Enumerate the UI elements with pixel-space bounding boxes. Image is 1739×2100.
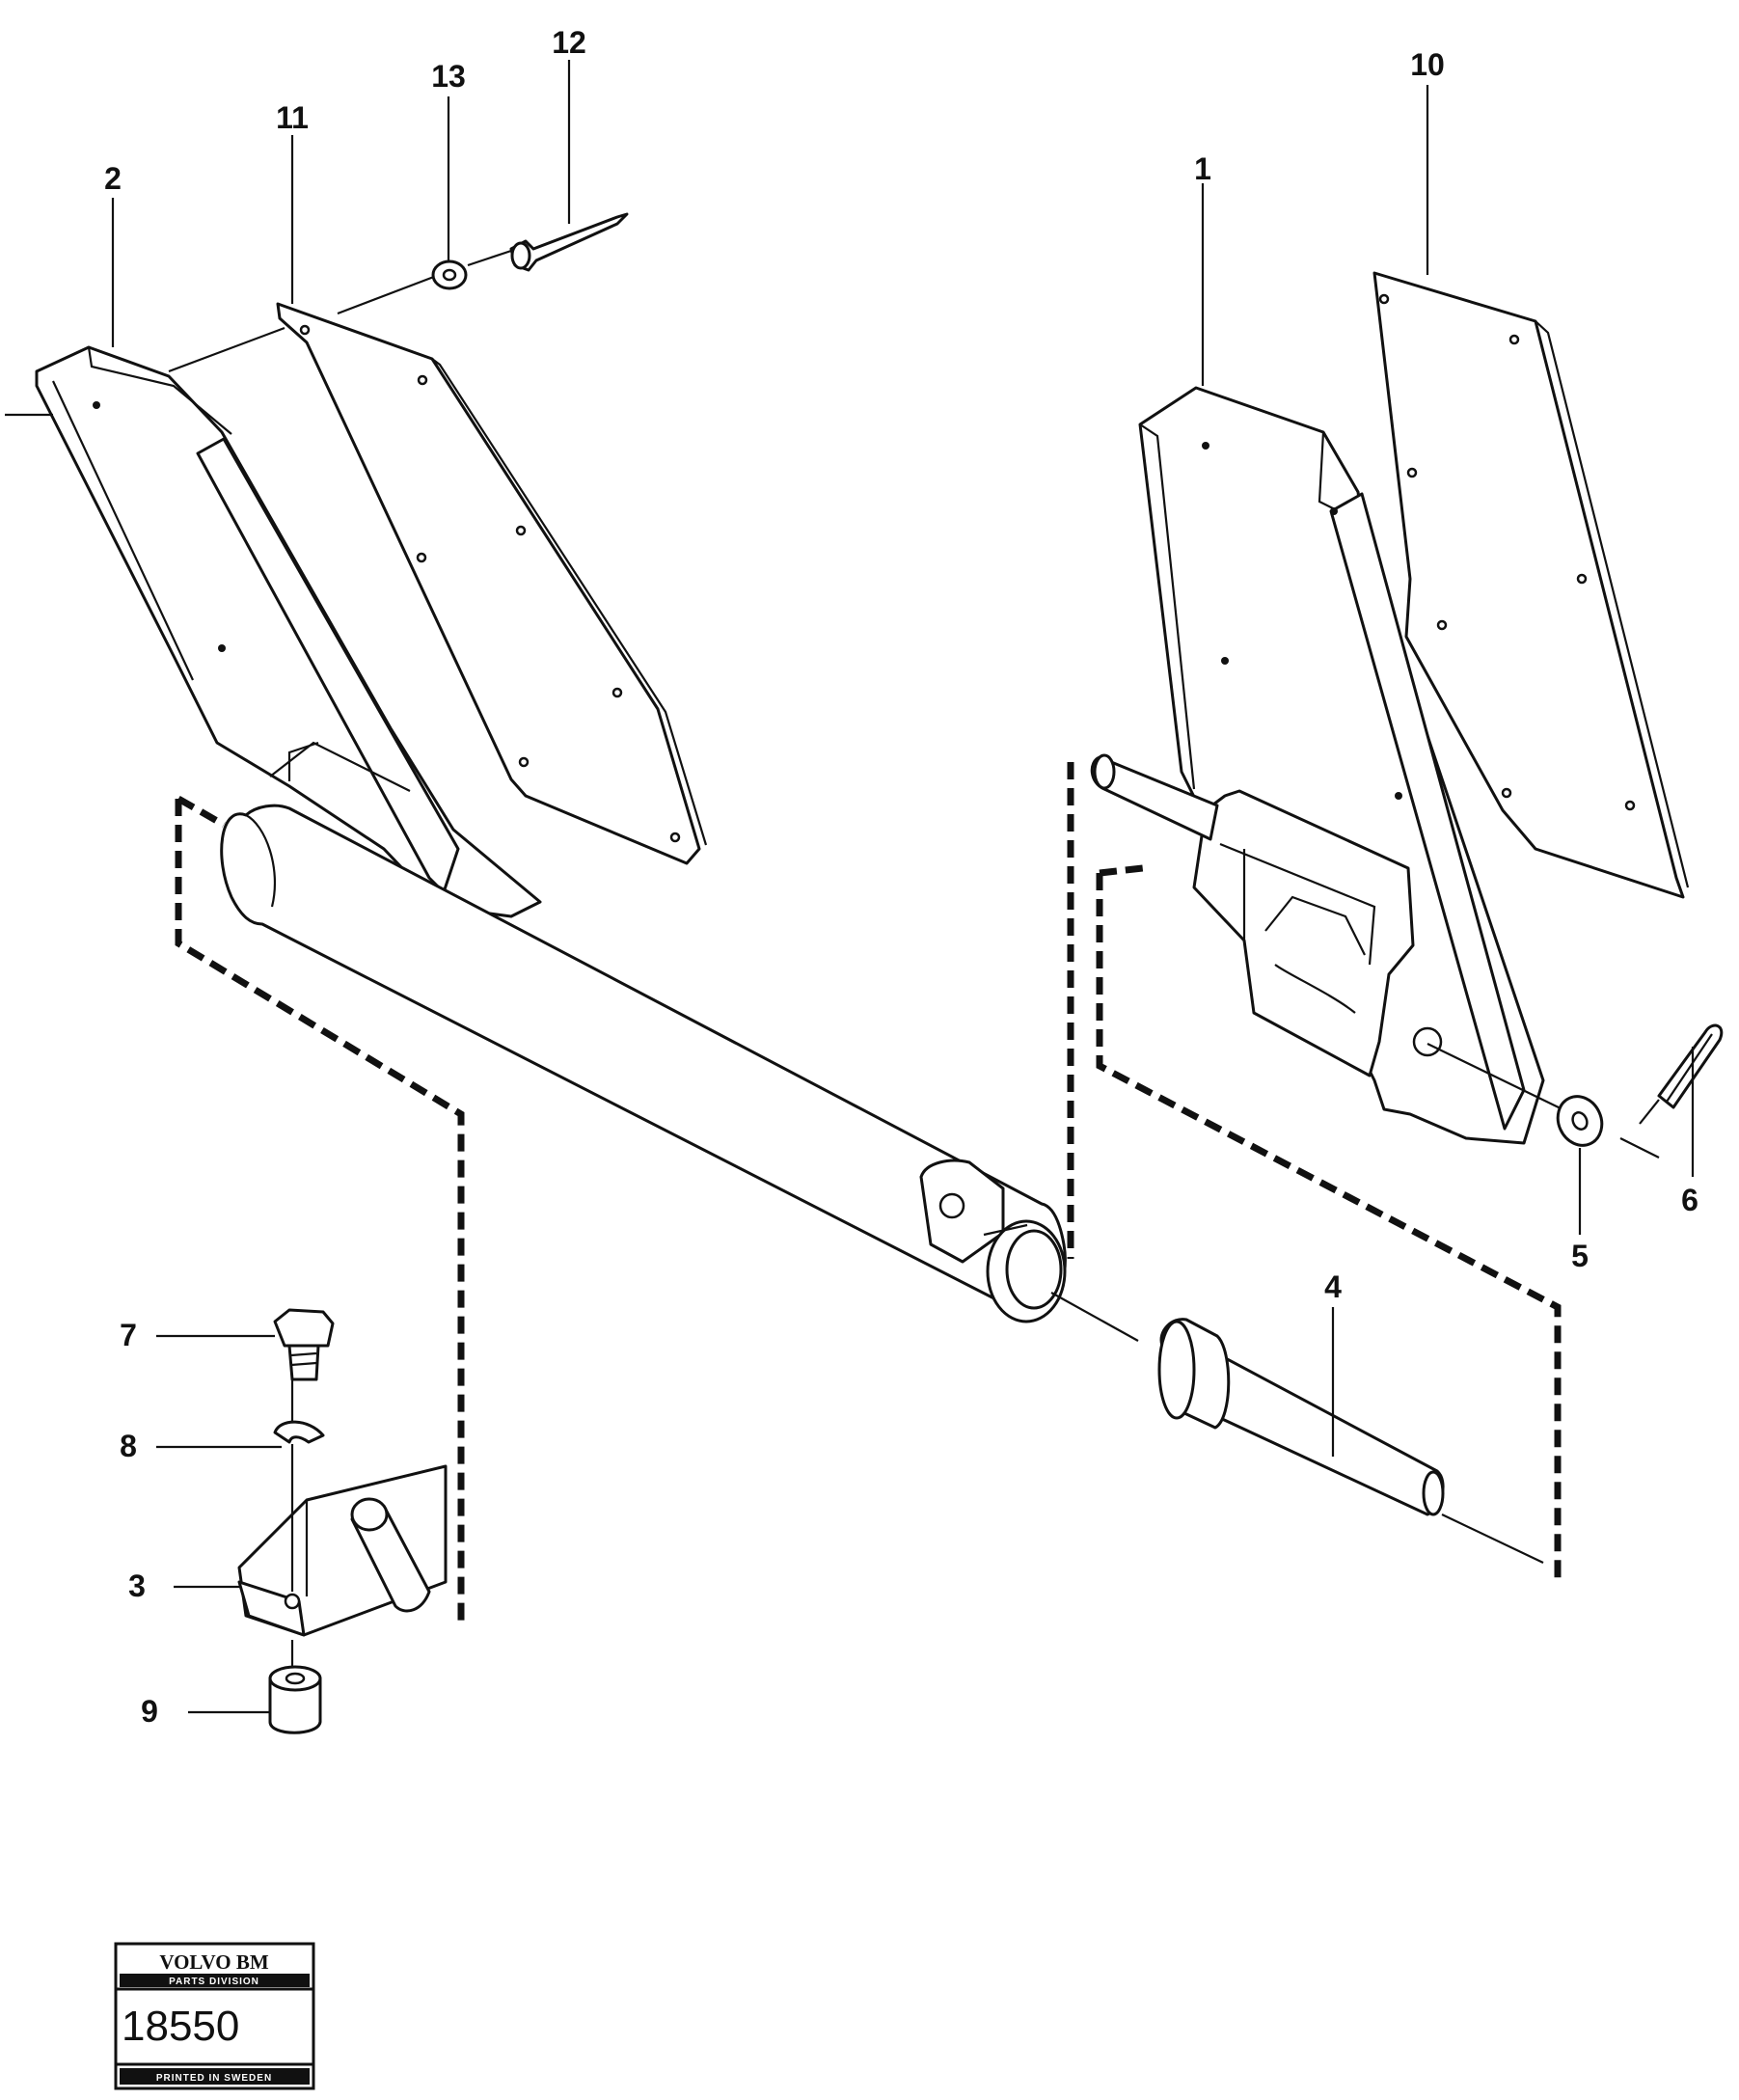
callout-8: 8 (120, 1429, 137, 1463)
callout-5: 5 (1571, 1239, 1589, 1273)
angle-bracket-3 (237, 1464, 448, 1637)
plate-right (1372, 271, 1690, 899)
stamp-brand: VOLVO BM (159, 1950, 268, 1974)
pivot-shaft-right (1090, 753, 1219, 841)
main-tube (220, 804, 1067, 1323)
callout-12: 12 (552, 25, 586, 60)
callout-6: 6 (1681, 1183, 1698, 1217)
callout-11: 11 (276, 100, 309, 135)
spring-washer-8 (273, 1420, 325, 1592)
washer-13 (431, 259, 468, 290)
callout-1: 1 (1194, 151, 1211, 186)
assembly-dashed-outline-left (175, 795, 465, 1621)
callout-10: 10 (1410, 47, 1445, 82)
callout-labels: 1 2 3 4 5 6 7 8 9 10 11 12 13 (104, 25, 1698, 1729)
callout-2: 2 (104, 161, 122, 196)
assembly-dashed-outline-right (1067, 762, 1562, 1582)
stamp-division: PARTS DIVISION (169, 1977, 259, 1987)
pivot-pin-4 (1157, 1318, 1544, 1564)
rivet-12 (509, 212, 629, 272)
callout-9: 9 (141, 1694, 158, 1729)
callout-leaders (111, 60, 1695, 1714)
pedal-arm-right (1138, 386, 1545, 1145)
callout-13: 13 (431, 59, 466, 94)
washer-5 (1556, 1095, 1604, 1147)
bushing-9 (268, 1640, 322, 1734)
pedal-arm-left (35, 345, 542, 918)
plate-left (276, 302, 708, 865)
callout-4: 4 (1324, 1269, 1342, 1304)
callout-7: 7 (120, 1318, 137, 1352)
stamp-number: 18550 (122, 2003, 239, 2050)
stamp-printed-in: PRINTED IN SWEDEN (156, 2073, 272, 2084)
bolt-7 (273, 1308, 335, 1428)
parts-division-stamp: VOLVO BM PARTS DIVISION 18550 PRINTED IN… (114, 1942, 315, 2090)
callout-3: 3 (128, 1568, 146, 1603)
split-pin-6 (1639, 1023, 1724, 1125)
